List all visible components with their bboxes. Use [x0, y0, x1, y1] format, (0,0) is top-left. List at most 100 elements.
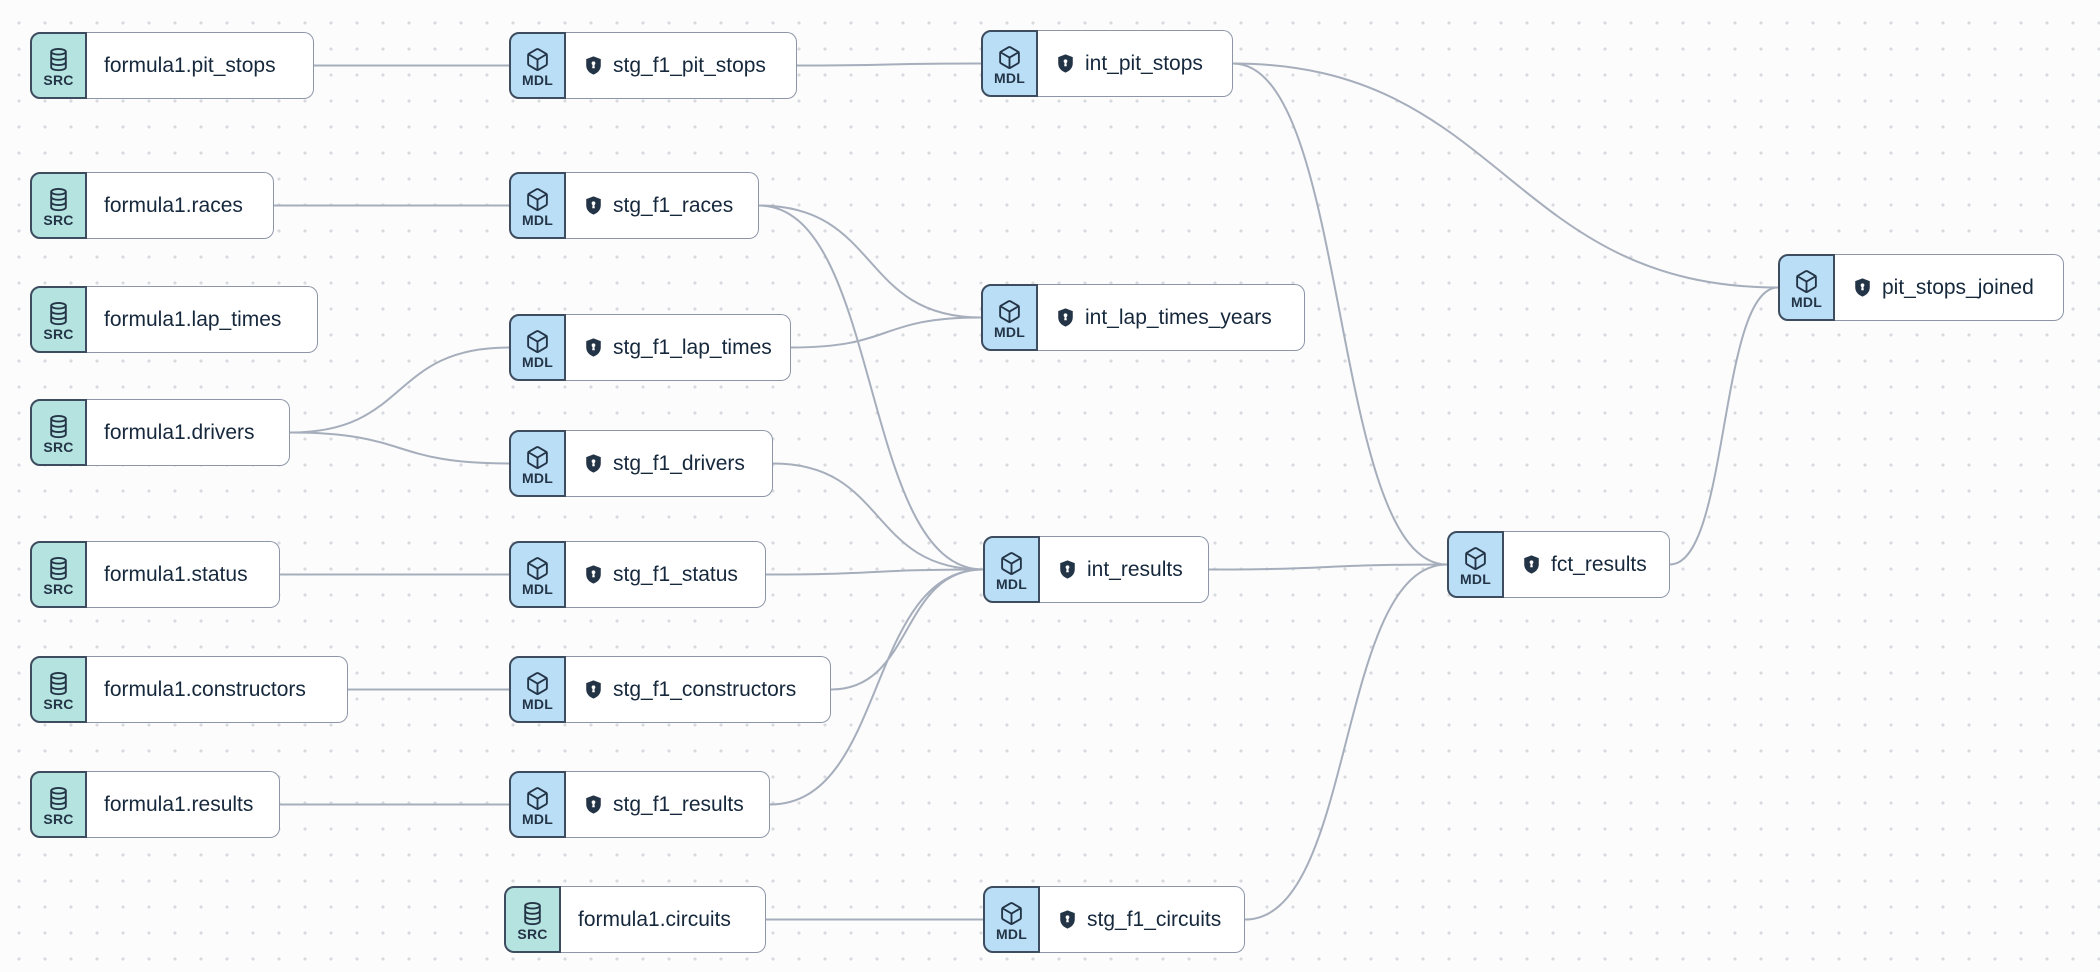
database-icon — [50, 301, 67, 325]
node-fct_results[interactable]: MDL fct_results — [1447, 531, 1670, 598]
node-kind-chip: MDL — [983, 886, 1040, 953]
shield-icon — [1060, 560, 1075, 579]
node-body: int_pit_stops — [1038, 30, 1233, 97]
node-kind-badge: MDL — [522, 695, 553, 712]
node-stg_circuits[interactable]: MDL stg_f1_circuits — [983, 886, 1245, 953]
node-label: int_pit_stops — [1085, 52, 1203, 75]
node-src_circuits[interactable]: SRC formula1.circuits — [504, 886, 766, 953]
node-src_pit_stops[interactable]: SRC formula1.pit_stops — [30, 32, 314, 99]
node-stg_status[interactable]: MDL stg_f1_status — [509, 541, 766, 608]
node-label: formula1.status — [104, 563, 248, 586]
node-kind-badge: SRC — [43, 580, 74, 597]
database-icon — [50, 47, 67, 71]
edge-src_drivers-stg_lap_times — [289, 346, 510, 434]
node-body: formula1.pit_stops — [87, 32, 314, 99]
node-src_status[interactable]: SRC formula1.status — [30, 541, 280, 608]
database-icon — [50, 556, 67, 580]
database-icon — [50, 187, 67, 211]
node-body: formula1.circuits — [561, 886, 766, 953]
node-int_results[interactable]: MDL int_results — [983, 536, 1209, 603]
shield-icon — [1058, 308, 1073, 327]
node-src_drivers[interactable]: SRC formula1.drivers — [30, 399, 290, 466]
node-body: formula1.lap_times — [87, 286, 318, 353]
node-kind-badge: SRC — [43, 438, 74, 455]
node-kind-badge: MDL — [522, 580, 553, 597]
node-kind-badge: SRC — [43, 810, 74, 827]
cube-icon — [999, 45, 1020, 69]
node-kind-badge: MDL — [1791, 293, 1822, 310]
node-int_pit_stops[interactable]: MDL int_pit_stops — [981, 30, 1233, 97]
node-stg_drivers[interactable]: MDL stg_f1_drivers — [509, 430, 773, 497]
node-kind-badge: MDL — [994, 69, 1025, 86]
node-src_constructors[interactable]: SRC formula1.constructors — [30, 656, 348, 723]
node-kind-badge: SRC — [43, 211, 74, 228]
node-kind-chip: SRC — [30, 541, 87, 608]
node-label: stg_f1_results — [613, 793, 744, 816]
node-label: formula1.pit_stops — [104, 54, 276, 77]
edge-stg_pit_stops-int_pit_stops — [796, 62, 982, 67]
node-stg_lap_times[interactable]: MDL stg_f1_lap_times — [509, 314, 791, 381]
cube-icon — [1001, 901, 1022, 925]
node-label: stg_f1_drivers — [613, 452, 745, 475]
cube-icon — [527, 786, 548, 810]
node-body: stg_f1_races — [566, 172, 759, 239]
node-body: stg_f1_results — [566, 771, 770, 838]
node-body: int_results — [1040, 536, 1209, 603]
node-label: formula1.drivers — [104, 421, 255, 444]
shield-icon — [586, 795, 601, 814]
node-label: stg_f1_races — [613, 194, 734, 217]
node-label: formula1.constructors — [104, 678, 306, 701]
database-icon — [50, 786, 67, 810]
cube-icon — [1796, 269, 1817, 293]
node-src_lap_times[interactable]: SRC formula1.lap_times — [30, 286, 318, 353]
node-stg_constructors[interactable]: MDL stg_f1_constructors — [509, 656, 831, 723]
node-kind-chip: MDL — [509, 541, 566, 608]
node-label: stg_f1_status — [613, 563, 738, 586]
node-kind-badge: MDL — [522, 353, 553, 370]
shield-icon — [586, 196, 601, 215]
node-stg_races[interactable]: MDL stg_f1_races — [509, 172, 759, 239]
edge-stg_status-int_results — [765, 568, 984, 576]
cube-icon — [527, 556, 548, 580]
node-label: stg_f1_lap_times — [613, 336, 772, 359]
database-icon — [524, 901, 541, 925]
cube-icon — [527, 671, 548, 695]
node-kind-badge: MDL — [522, 469, 553, 486]
node-kind-chip: MDL — [509, 430, 566, 497]
node-body: formula1.results — [87, 771, 280, 838]
node-kind-badge: SRC — [43, 695, 74, 712]
cube-icon — [1465, 546, 1486, 570]
node-stg_results[interactable]: MDL stg_f1_results — [509, 771, 770, 838]
shield-icon — [586, 56, 601, 75]
node-pit_stops_joined[interactable]: MDL pit_stops_joined — [1778, 254, 2064, 321]
node-label: stg_f1_circuits — [1087, 908, 1222, 931]
shield-icon — [1855, 278, 1870, 297]
node-int_lap_times_years[interactable]: MDL int_lap_times_years — [981, 284, 1305, 351]
node-kind-badge: SRC — [43, 325, 74, 342]
node-kind-chip: MDL — [509, 314, 566, 381]
edge-stg_results-int_results — [769, 568, 984, 806]
node-kind-chip: MDL — [981, 284, 1038, 351]
node-src_results[interactable]: SRC formula1.results — [30, 771, 280, 838]
cube-icon — [1001, 551, 1022, 575]
node-stg_pit_stops[interactable]: MDL stg_f1_pit_stops — [509, 32, 797, 99]
node-kind-chip: SRC — [30, 399, 87, 466]
node-kind-chip: MDL — [983, 536, 1040, 603]
node-label: formula1.lap_times — [104, 308, 282, 331]
node-body: formula1.races — [87, 172, 274, 239]
node-label: int_results — [1087, 558, 1183, 581]
edge-stg_races-int_results — [758, 204, 984, 571]
node-kind-chip: MDL — [509, 32, 566, 99]
node-body: formula1.constructors — [87, 656, 348, 723]
shield-icon — [586, 338, 601, 357]
edge-fct_results-pit_stops_joined — [1669, 286, 1779, 566]
node-body: fct_results — [1504, 531, 1670, 598]
edge-stg_circuits-fct_results — [1244, 563, 1448, 921]
node-label: pit_stops_joined — [1882, 276, 2034, 299]
node-kind-badge: MDL — [996, 575, 1027, 592]
node-src_races[interactable]: SRC formula1.races — [30, 172, 274, 239]
node-label: stg_f1_pit_stops — [613, 54, 766, 77]
node-kind-badge: MDL — [522, 211, 553, 228]
